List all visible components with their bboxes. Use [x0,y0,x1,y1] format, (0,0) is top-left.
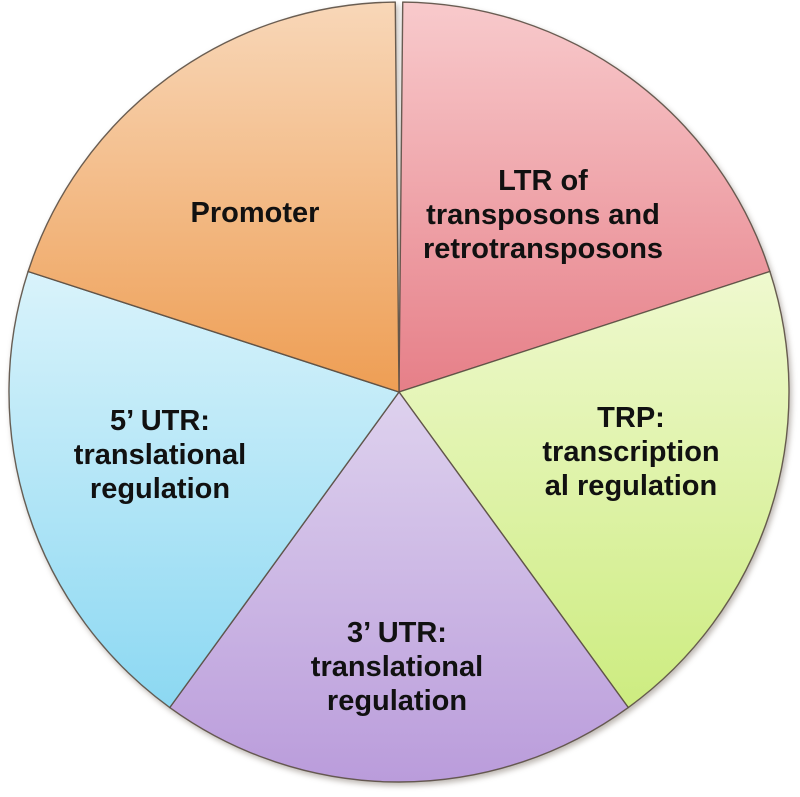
pie-slices [8,1,790,783]
pie-slice-utr3 [169,391,629,783]
pie-slice-utr5 [8,270,400,709]
pie-slice-ltr [398,1,771,393]
pie-slice-trp [398,270,790,709]
pie-slice-promoter [27,1,400,393]
